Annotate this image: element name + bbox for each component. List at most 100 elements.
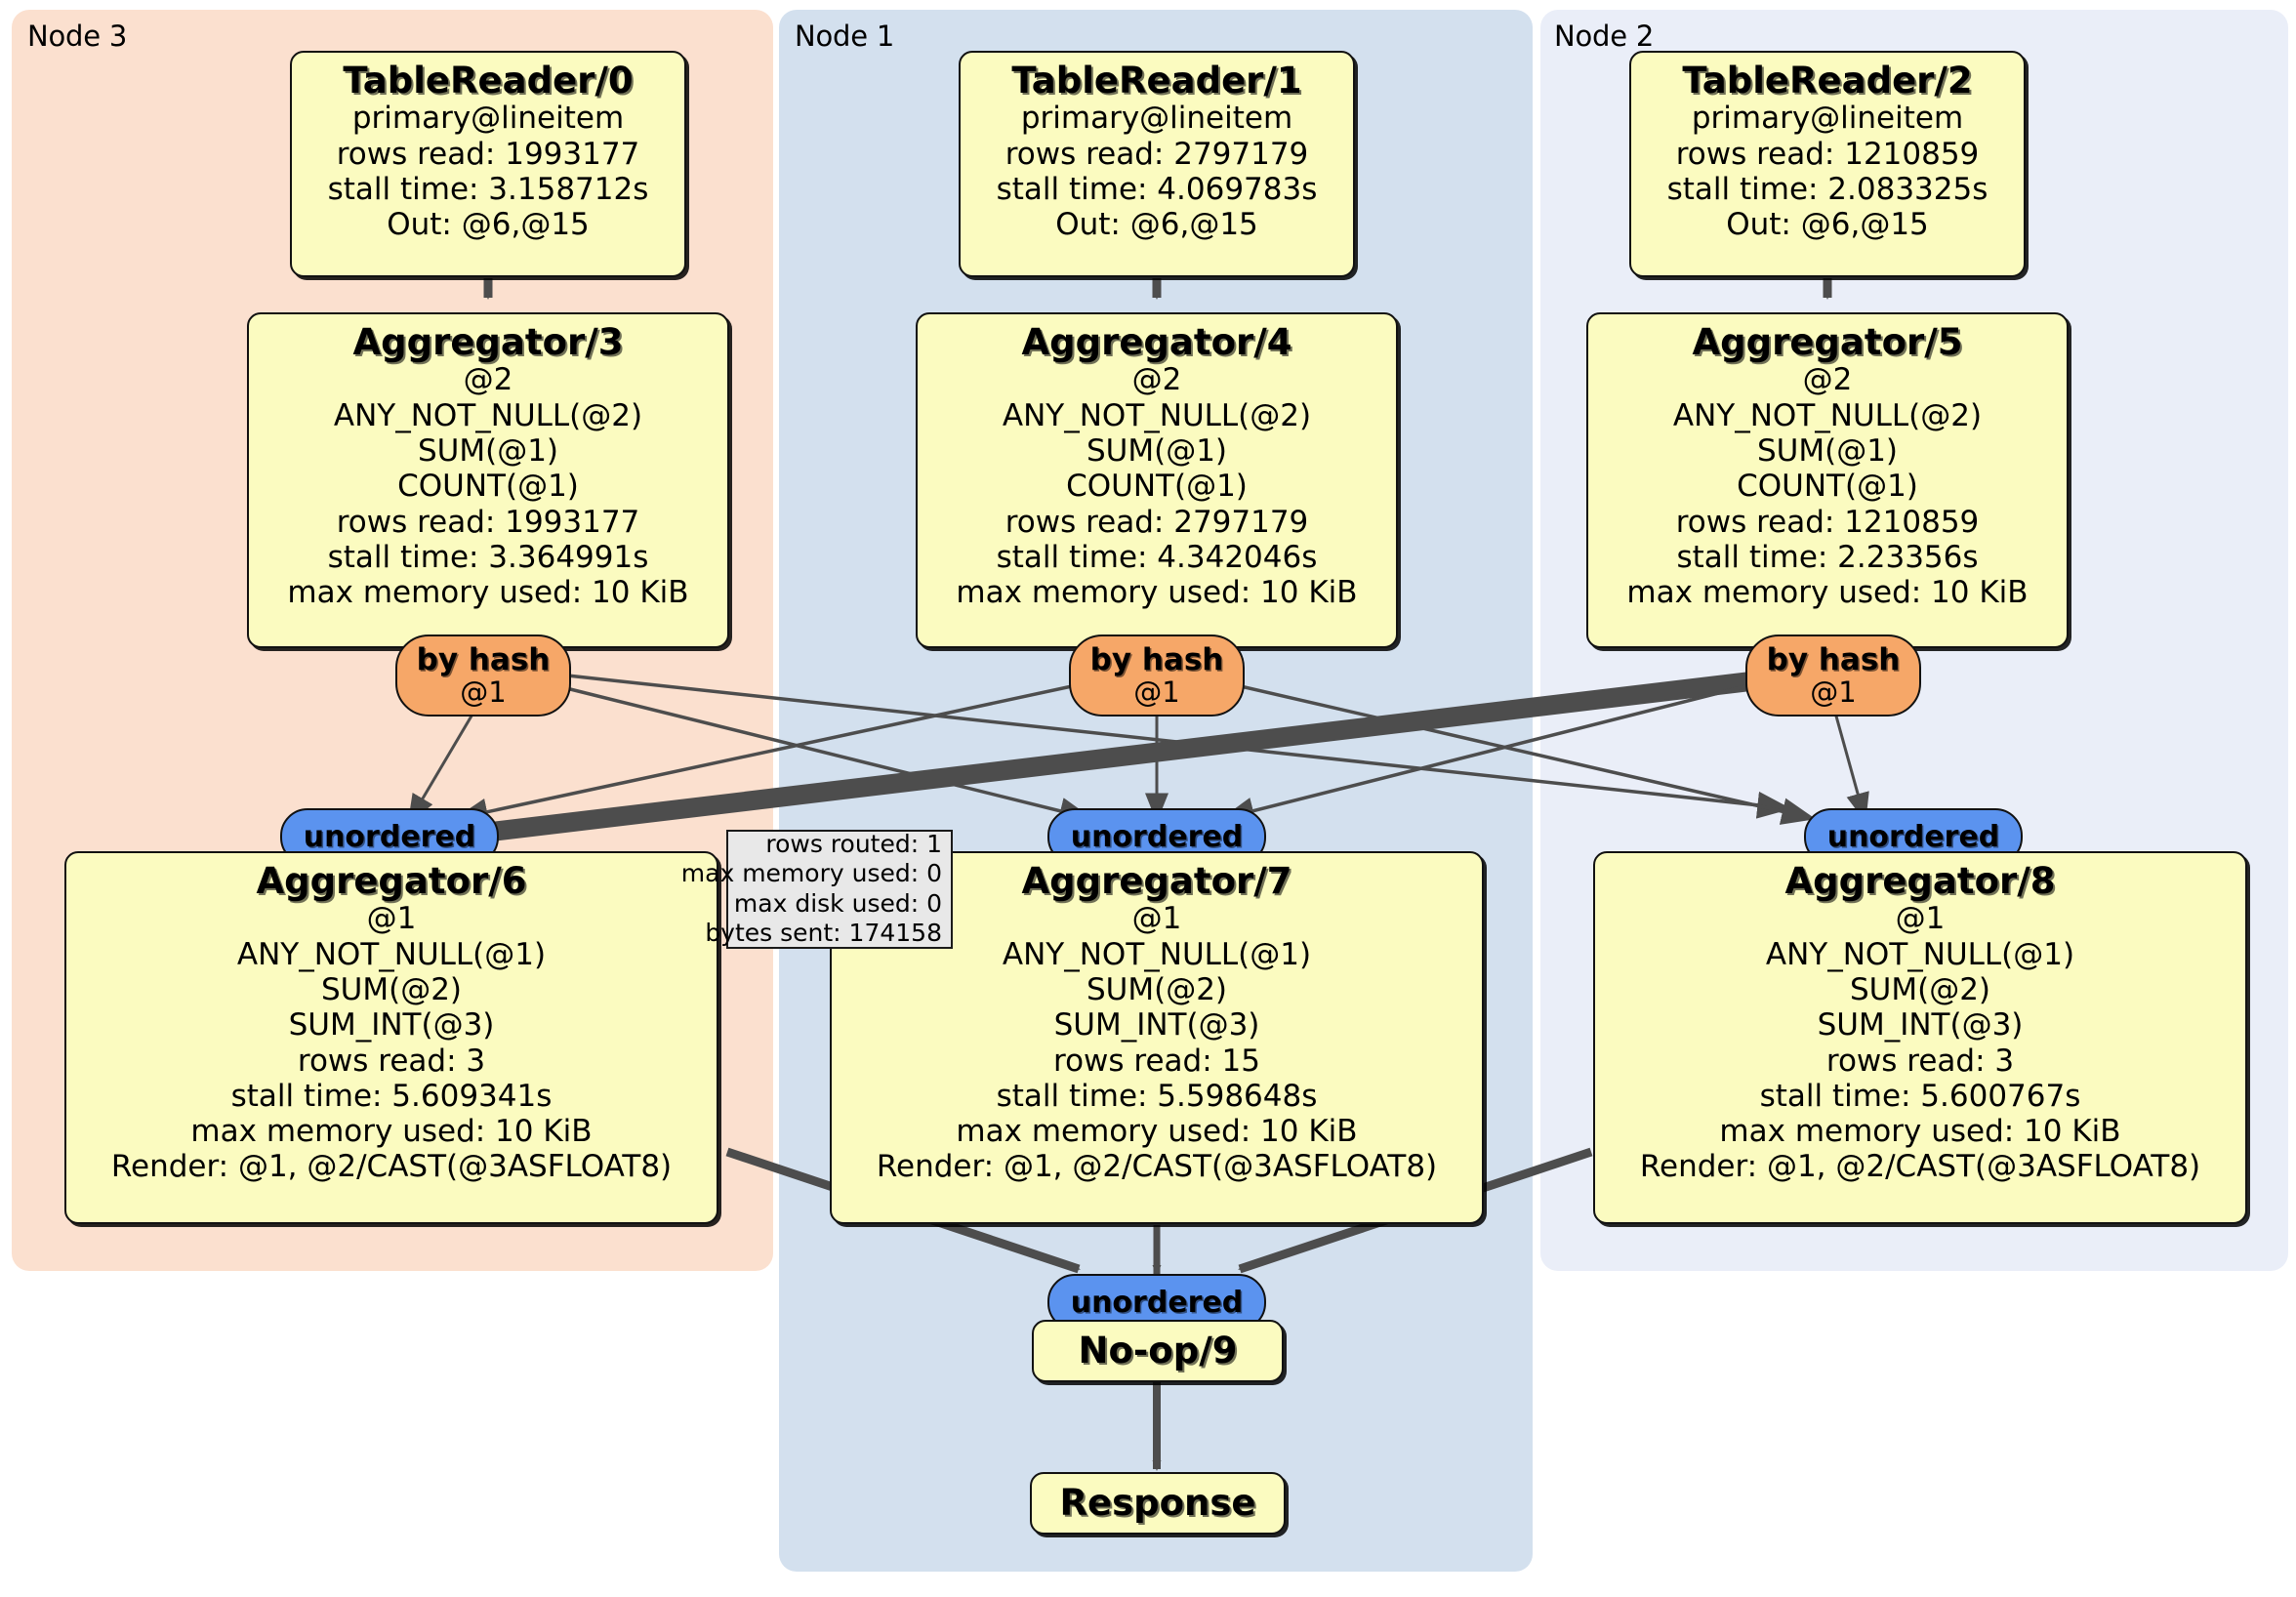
operator-line: SUM(@1) (417, 432, 559, 469)
operator-line: COUNT(@1) (397, 469, 579, 505)
operator-line: SUM(@1) (1086, 432, 1228, 469)
operator-line: SUM(@2) (1086, 971, 1228, 1007)
operator-aggregator-7[interactable]: Aggregator/7 @1 ANY_NOT_NULL(@1) SUM(@2)… (830, 851, 1484, 1224)
operator-title: Aggregator/8 (1784, 860, 2056, 902)
edge-byhash5-unordered6 (455, 664, 1818, 845)
edge-stats-tooltip: rows routed: 1 max memory used: 0 max di… (681, 829, 953, 949)
operator-line: stall time: 4.069783s (996, 171, 1318, 207)
operator-line: Out: @6,@15 (1055, 207, 1258, 243)
operator-line: COUNT(@1) (1066, 469, 1248, 505)
operator-response[interactable]: Response (1030, 1472, 1286, 1535)
router-title: by hash (1089, 641, 1224, 677)
operator-line: ANY_NOT_NULL(@2) (333, 397, 643, 433)
operator-title: TableReader/1 (1011, 60, 1302, 102)
operator-line: rows read: 1993177 (336, 136, 640, 172)
edge-byhash3-unordered7 (546, 681, 1094, 825)
edge-byhash5-unordered7 (1219, 681, 1758, 825)
operator-line: primary@lineitem (1691, 101, 1964, 137)
router-title: by hash (1766, 641, 1901, 677)
operator-line: max memory used: 10 KiB (190, 1114, 593, 1150)
operator-line: ANY_NOT_NULL(@2) (1002, 397, 1312, 433)
operator-line: ANY_NOT_NULL(@2) (1672, 397, 1983, 433)
operator-title: Aggregator/4 (1021, 321, 1292, 363)
operator-line: max memory used: 10 KiB (1626, 575, 2029, 611)
operator-line: ANY_NOT_NULL(@1) (1002, 936, 1312, 972)
router-by-hash-4[interactable]: by hash @1 (1069, 635, 1245, 717)
operator-tablereader-1[interactable]: TableReader/1 primary@lineitem rows read… (959, 51, 1355, 277)
cluster-label-node3: Node 3 (27, 20, 128, 53)
operator-line: max memory used: 10 KiB (287, 575, 689, 611)
operator-title: No-op/9 (1078, 1330, 1238, 1372)
router-title: by hash (416, 641, 551, 677)
edge-byhash3-unordered8 (549, 672, 1792, 819)
operator-title: Aggregator/7 (1021, 860, 1292, 902)
operator-title: Aggregator/5 (1692, 321, 1963, 363)
operator-line: Out: @6,@15 (387, 207, 590, 243)
operator-line: rows read: 3 (297, 1043, 486, 1079)
operator-line: SUM(@2) (320, 971, 463, 1007)
router-by-hash-3[interactable]: by hash @1 (395, 635, 571, 717)
operator-title: Aggregator/3 (352, 321, 624, 363)
cluster-label-node2: Node 2 (1554, 20, 1655, 53)
operator-line: rows read: 1210859 (1675, 136, 1980, 172)
operator-aggregator-3[interactable]: Aggregator/3 @2 ANY_NOT_NULL(@2) SUM(@1)… (247, 312, 729, 648)
operator-title: Aggregator/6 (256, 860, 527, 902)
operator-line: stall time: 5.600767s (1759, 1078, 2081, 1114)
tooltip-line: bytes sent: 174158 (705, 919, 942, 947)
operator-line: SUM_INT(@3) (288, 1007, 495, 1044)
operator-aggregator-4[interactable]: Aggregator/4 @2 ANY_NOT_NULL(@2) SUM(@1)… (916, 312, 1398, 648)
operator-line: @1 (366, 901, 417, 937)
operator-title: TableReader/2 (1682, 60, 1973, 102)
operator-line: primary@lineitem (1020, 101, 1293, 137)
operator-line: rows read: 15 (1053, 1043, 1260, 1079)
router-column: @1 (460, 675, 507, 709)
operator-line: rows read: 2797179 (1004, 504, 1309, 540)
operator-line: stall time: 4.342046s (996, 539, 1318, 575)
tooltip-line: rows routed: 1 (765, 829, 942, 858)
operator-line: stall time: 2.23356s (1676, 539, 1979, 575)
operator-line: @2 (1131, 362, 1182, 398)
operator-tablereader-0[interactable]: TableReader/0 primary@lineitem rows read… (290, 51, 686, 277)
operator-line: primary@lineitem (351, 101, 625, 137)
router-column: @1 (1133, 675, 1180, 709)
operator-line: SUM_INT(@3) (1817, 1007, 2024, 1044)
operator-line: rows read: 1210859 (1675, 504, 1980, 540)
operator-line: stall time: 2.083325s (1666, 171, 1988, 207)
operator-aggregator-8[interactable]: Aggregator/8 @1 ANY_NOT_NULL(@1) SUM(@2)… (1593, 851, 2247, 1224)
operator-line: Render: @1, @2/CAST(@3ASFLOAT8) (1639, 1149, 2201, 1185)
edge-byhash4-unordered6 (453, 681, 1086, 826)
tooltip-line: max memory used: 0 (680, 859, 942, 887)
operator-line: ANY_NOT_NULL(@1) (236, 936, 547, 972)
operator-line: SUM(@2) (1849, 971, 1991, 1007)
operator-line: stall time: 3.364991s (327, 539, 649, 575)
operator-line: @2 (463, 362, 513, 398)
operator-line: rows read: 3 (1825, 1043, 2015, 1079)
operator-line: stall time: 5.609341s (230, 1078, 553, 1114)
operator-line: Render: @1, @2/CAST(@3ASFLOAT8) (110, 1149, 673, 1185)
operator-line: @1 (1895, 901, 1946, 937)
operator-line: max memory used: 10 KiB (956, 575, 1358, 611)
operator-line: SUM(@1) (1756, 432, 1899, 469)
operator-line: COUNT(@1) (1737, 469, 1918, 505)
router-by-hash-5[interactable]: by hash @1 (1745, 635, 1921, 717)
operator-title: TableReader/0 (343, 60, 634, 102)
operator-line: Render: @1, @2/CAST(@3ASFLOAT8) (876, 1149, 1438, 1185)
operator-line: stall time: 3.158712s (327, 171, 649, 207)
operator-noop-9[interactable]: No-op/9 (1032, 1320, 1284, 1382)
edge-byhash5-unordered8 (1833, 712, 1869, 823)
operator-line: SUM_INT(@3) (1053, 1007, 1260, 1044)
operator-line: rows read: 2797179 (1004, 136, 1309, 172)
operator-line: max memory used: 10 KiB (1719, 1114, 2121, 1150)
operator-line: max memory used: 10 KiB (956, 1114, 1358, 1150)
operator-line: stall time: 5.598648s (996, 1078, 1318, 1114)
operator-line: rows read: 1993177 (336, 504, 640, 540)
router-column: @1 (1810, 675, 1857, 709)
operator-line: Out: @6,@15 (1726, 207, 1929, 243)
operator-aggregator-6[interactable]: Aggregator/6 @1 ANY_NOT_NULL(@1) SUM(@2)… (64, 851, 718, 1224)
cluster-label-node1: Node 1 (795, 20, 895, 53)
operator-tablereader-2[interactable]: TableReader/2 primary@lineitem rows read… (1629, 51, 2026, 277)
edge-byhash3-unordered6 (407, 712, 475, 824)
operator-aggregator-5[interactable]: Aggregator/5 @2 ANY_NOT_NULL(@2) SUM(@1)… (1586, 312, 2069, 648)
operator-title: Response (1059, 1482, 1256, 1525)
